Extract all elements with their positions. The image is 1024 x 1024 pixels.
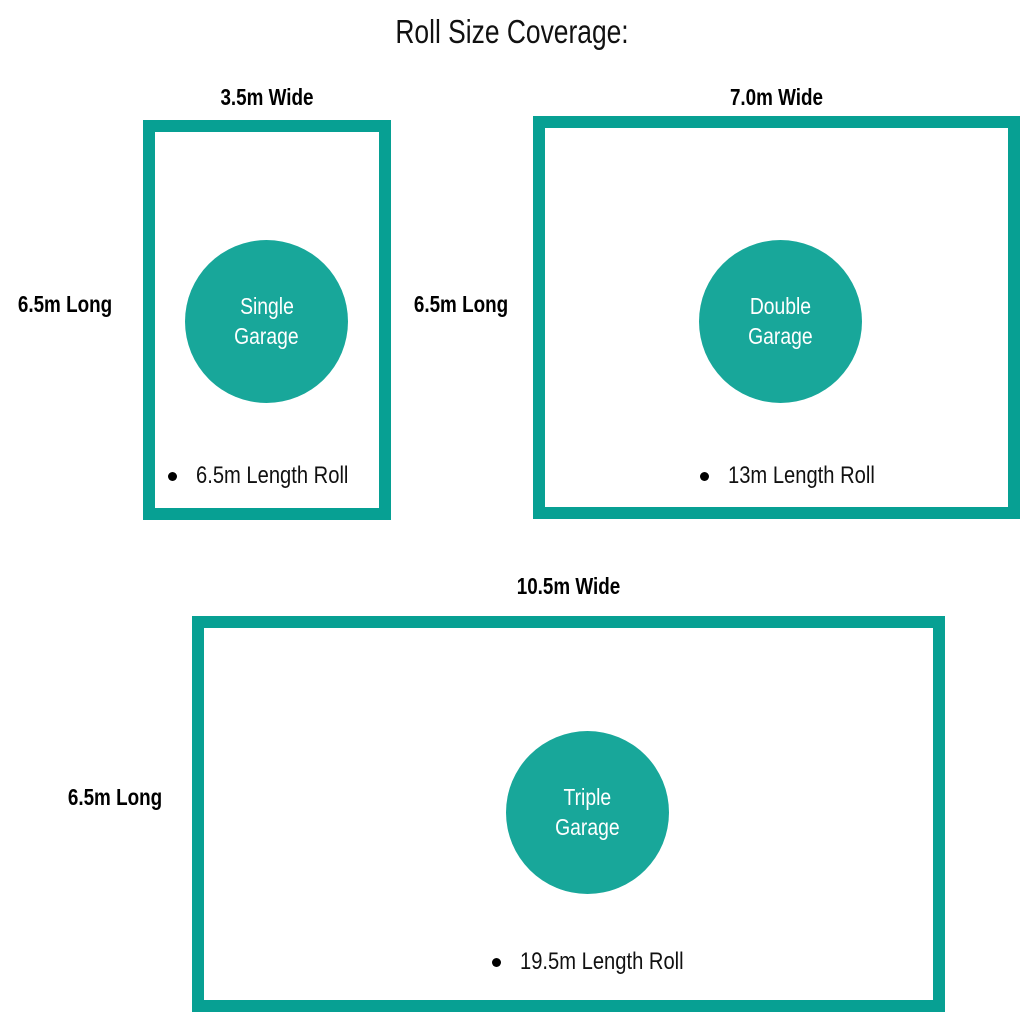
- roll-note-text-double: 13m Length Roll: [728, 462, 875, 489]
- garage-circle-single: Single Garage: [185, 240, 348, 403]
- length-label-triple: 6.5m Long: [67, 784, 163, 810]
- width-label-double: 7.0m Wide: [729, 84, 824, 110]
- bullet-icon: [492, 957, 501, 967]
- garage-circle-line1-triple: Triple: [563, 783, 612, 810]
- roll-note-single: 6.5m Length Roll: [168, 462, 377, 490]
- garage-circle-line2-double: Garage: [748, 322, 813, 349]
- roll-note-text-single: 6.5m Length Roll: [196, 462, 349, 489]
- width-label-single: 3.5m Wide: [220, 84, 314, 110]
- garage-circle-line1-single: Single: [239, 292, 294, 319]
- garage-circle-line1-double: Double: [749, 292, 812, 319]
- roll-note-text-triple: 19.5m Length Roll: [520, 948, 684, 975]
- roll-note-double: 13m Length Roll: [700, 462, 903, 490]
- garage-circle-double: Double Garage: [699, 240, 862, 403]
- garage-circle-line2-single: Garage: [234, 322, 299, 349]
- length-label-single: 6.5m Long: [17, 291, 113, 317]
- garage-circle-triple: Triple Garage: [506, 731, 669, 894]
- page-title: Roll Size Coverage:: [395, 13, 629, 50]
- width-label-triple: 10.5m Wide: [516, 573, 621, 599]
- length-label-double: 6.5m Long: [413, 291, 509, 317]
- bullet-icon: [168, 471, 177, 481]
- roll-note-triple: 19.5m Length Roll: [492, 948, 715, 976]
- garage-box-single: [143, 120, 391, 520]
- bullet-icon: [700, 471, 709, 481]
- garage-circle-line2-triple: Garage: [555, 813, 620, 840]
